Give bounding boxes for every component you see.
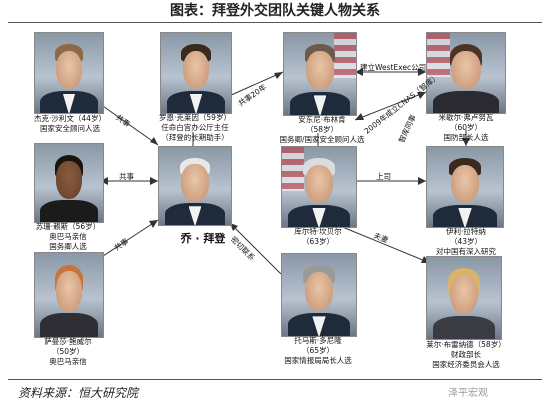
line-power-biden [99, 219, 159, 259]
photo-sullivan [34, 32, 104, 114]
line-donilon-biden [229, 222, 282, 275]
arrow-donilon-biden [230, 223, 238, 231]
chart-title: 图表：拜登外交团队关键人物关系 [170, 3, 380, 19]
watermark: 泽平宏观 [448, 388, 488, 399]
photo-klain [160, 32, 232, 114]
caption-flournoy: 米歇尔·弗卢努瓦（60岁）国防部长人选 [438, 113, 494, 142]
label-blinken-flournoy: 建立WestExec公司 [360, 63, 427, 72]
arrow-flournoy-ratner [462, 138, 470, 146]
line-campbell-brainard [339, 225, 431, 264]
photo-blinken [283, 32, 357, 116]
biden-name: 乔 · 拜登 [180, 232, 226, 245]
arrow-rice-biden-left [100, 177, 108, 185]
arrow-blinken-flournoy [418, 68, 426, 76]
footer-divider [8, 379, 542, 380]
label-rice-biden: 共事 [119, 172, 134, 181]
caption-power: 萨曼莎·鲍威尔（50岁）奥巴马亲信 [44, 337, 92, 366]
title-divider [8, 22, 542, 23]
caption-blinken: 安东尼·布林肯（58岁）国务卿/国家安全顾问人选 [279, 115, 365, 144]
caption-ratner: 伊利·拉特纳（43岁）对中国有深入研究 [436, 227, 496, 256]
arrow-sullivan-biden [150, 137, 158, 145]
caption-campbell: 库尔特·坎贝尔（63岁） [294, 227, 342, 246]
arrow-cnas-back [355, 113, 364, 120]
source-note: 资料来源：恒大研究院 [18, 386, 139, 400]
arrow-klain-blinken [274, 72, 283, 79]
photo-ratner [426, 146, 504, 228]
caption-rice: 苏珊·赖斯（56岁）奥巴马亲信国务卿人选 [35, 222, 101, 251]
caption-brainard: 莱尔·布雷纳德（58岁）财政部长国家经济委员会人选 [426, 340, 506, 369]
photo-donilon [281, 253, 357, 337]
photo-flournoy [426, 32, 506, 114]
arrow-cnas [417, 92, 426, 99]
caption-klain: 罗恩·克莱因（59岁）任命白宫办公厅主任（拜登的长期助手） [159, 113, 231, 142]
caption-sullivan: 杰克·沙利文（44岁）国家安全顾问人选 [34, 114, 106, 133]
line-klain-blinken [228, 71, 284, 97]
label-campbell-ratner: 上司 [376, 172, 391, 181]
photo-biden [158, 146, 232, 226]
arrow-rice-biden-right [150, 177, 158, 185]
arrow-campbell-ratner [418, 177, 426, 185]
photo-rice [34, 143, 104, 223]
line-sullivan-biden [99, 103, 159, 146]
arrow-power-biden [149, 220, 158, 228]
line-cnas [354, 91, 427, 121]
photo-power [34, 252, 104, 338]
caption-donilon: 托马斯·多尼隆（65岁）国家情报局局长人选 [284, 336, 352, 365]
photo-brainard [426, 256, 502, 340]
arrow-blinken-flournoy-back [355, 68, 363, 76]
photo-campbell [281, 146, 357, 228]
